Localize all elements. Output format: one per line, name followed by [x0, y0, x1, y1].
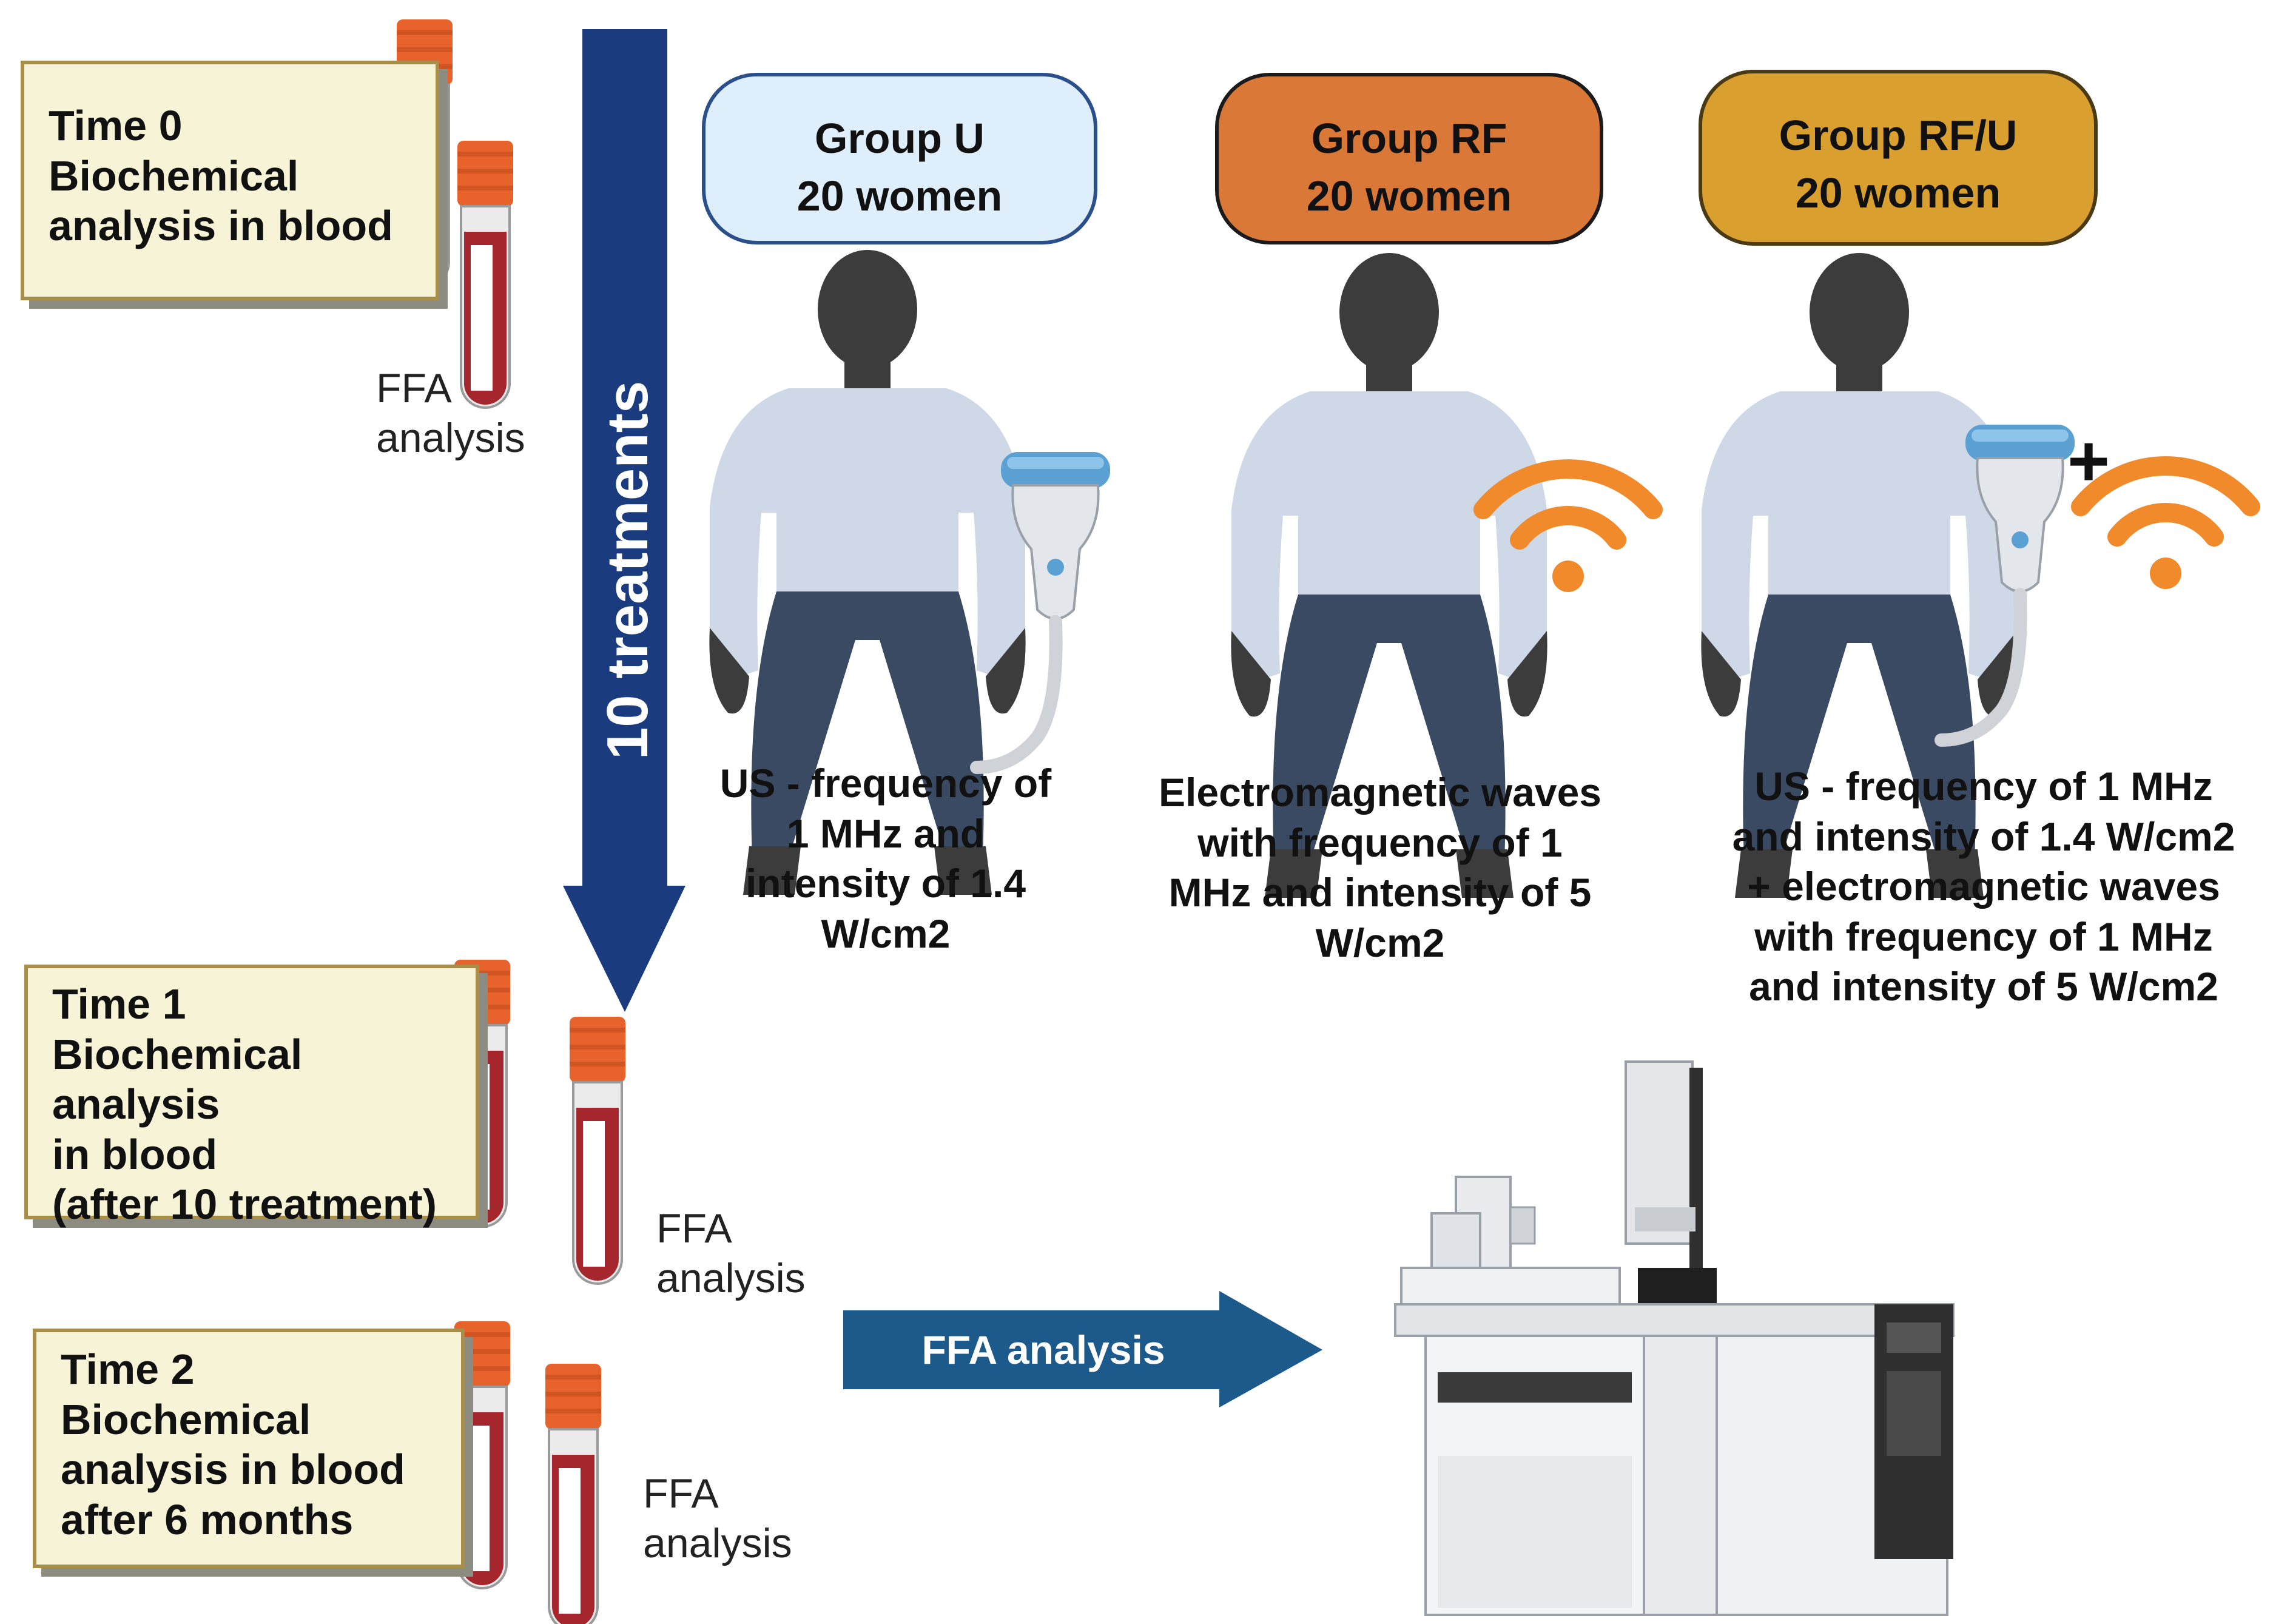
group-rf-description: Electromagnetic waves with frequency of …: [1159, 770, 1601, 965]
ffa-analysis-arrow: [843, 1291, 1322, 1407]
group-rfu-name: Group RF/U: [1779, 112, 2018, 159]
group-rfu-description: US - frequency of 1 MHz and intensity of…: [1732, 764, 2235, 1009]
ffa-label-time-1: FFA analysis: [656, 1205, 806, 1301]
group-u-name: Group U: [815, 115, 985, 162]
time-0-box: Time 0 Biochemical analysis in blood: [21, 61, 439, 300]
plus-sign: +: [2067, 420, 2110, 502]
group-rf-box: Group RF 20 women: [1215, 73, 1603, 244]
group-rf-count: 20 women: [1306, 172, 1512, 220]
ffa-label-time-0: FFA analysis: [376, 365, 525, 461]
group-rf-name: Group RF: [1311, 115, 1507, 162]
blood-tube-icon: [568, 1016, 627, 1285]
blood-tube-icon: [544, 1363, 602, 1624]
time-1-box: Time 1 Biochemical analysis in blood (af…: [24, 965, 479, 1228]
ffa-label-time-2: FFA analysis: [643, 1471, 792, 1566]
treatment-arrow: [563, 29, 685, 1012]
ffa-analysis-arrow-label: FFA analysis: [921, 1327, 1165, 1372]
group-u-description: US - frequency of 1 MHz and intensity of…: [719, 761, 1052, 956]
gas-chromatograph-icon: [1394, 1060, 1955, 1616]
time-2-box: Time 2 Biochemical analysis in blood aft…: [33, 1329, 465, 1568]
group-rfu-count: 20 women: [1795, 169, 2001, 217]
group-u-box: Group U 20 women: [702, 73, 1097, 244]
group-u-count: 20 women: [796, 172, 1003, 220]
group-rfu-box: Group RF/U 20 women: [1699, 70, 2098, 246]
